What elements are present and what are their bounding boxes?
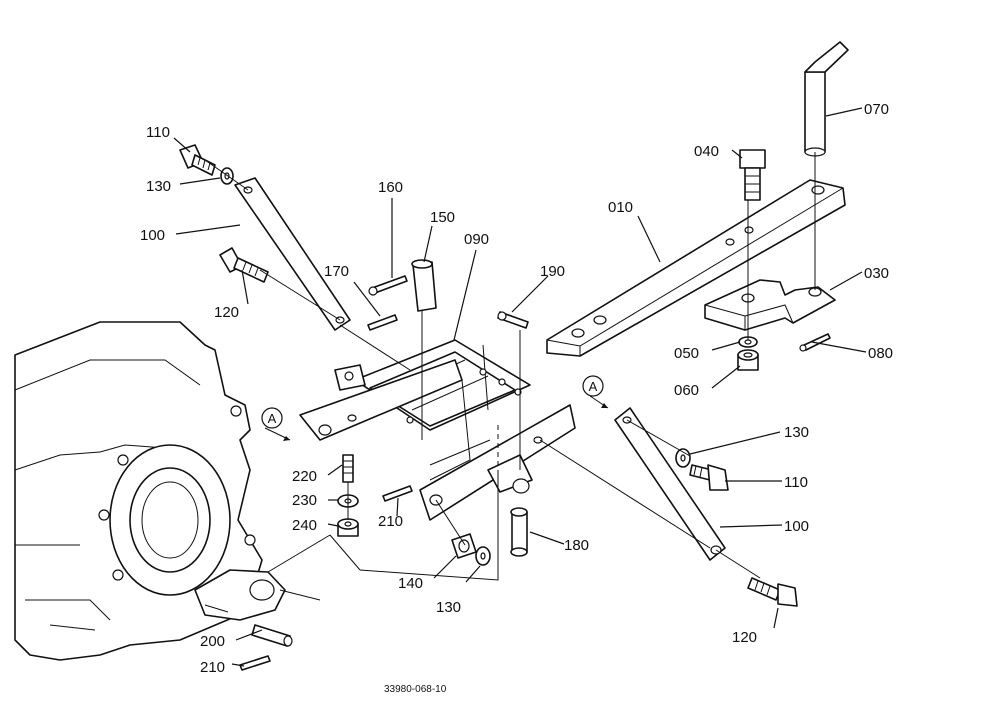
label-030: 030 (864, 265, 889, 282)
label-100-right: 100 (784, 518, 809, 535)
marker-a-right: A (582, 375, 609, 409)
label-080: 080 (868, 345, 893, 362)
bolt-120-left (219, 247, 269, 283)
label-170: 170 (324, 263, 349, 280)
label-150: 150 (430, 209, 455, 226)
bolt-110-right (689, 464, 729, 491)
label-130-top: 130 (146, 178, 171, 195)
nut-140 (451, 533, 477, 559)
figure-code: 33980-068-10 (384, 684, 447, 695)
pin-070 (804, 41, 849, 157)
label-060: 060 (674, 382, 699, 399)
label-210-lower: 210 (200, 659, 225, 676)
pin-200 (251, 624, 293, 647)
link-100-left (234, 177, 351, 331)
label-200: 200 (200, 633, 225, 650)
bolt-110-left (179, 144, 216, 176)
label-050: 050 (674, 345, 699, 362)
label-120-right: 120 (732, 629, 757, 646)
bolt-120-right (747, 577, 798, 607)
marker-a-right-text: A (589, 379, 598, 394)
leader-lines (173, 107, 867, 667)
washer-130-top (220, 167, 234, 185)
label-240: 240 (292, 517, 317, 534)
marker-a-left-text: A (268, 411, 277, 426)
nut-060 (737, 349, 759, 371)
hitch-frame-090 (299, 339, 576, 521)
label-110-right: 110 (784, 474, 808, 491)
label-190: 190 (540, 263, 565, 280)
drawbar-010 (546, 179, 846, 357)
label-210-middle: 210 (378, 513, 403, 530)
label-090: 090 (464, 231, 489, 248)
assembly-lines (204, 152, 816, 601)
label-110-left: 110 (146, 124, 170, 141)
label-100-left: 100 (140, 227, 165, 244)
label-040: 040 (694, 143, 719, 160)
label-130-lower: 130 (436, 599, 461, 616)
transmission-housing (14, 321, 286, 661)
clip-080 (799, 333, 831, 352)
label-220: 220 (292, 468, 317, 485)
bolt-040 (739, 149, 766, 201)
stud-220 (342, 454, 354, 483)
label-140: 140 (398, 575, 423, 592)
nut-240 (337, 518, 359, 537)
clip-160 (368, 275, 408, 296)
split-pin-210-lower (239, 655, 271, 671)
washer-130-lower (475, 546, 491, 566)
split-pin-210-middle (382, 485, 413, 502)
label-130-right: 130 (784, 424, 809, 441)
marker-a-left: A (261, 407, 291, 441)
pin-150 (411, 259, 437, 312)
link-100-right (614, 407, 726, 561)
bracket-030 (704, 279, 836, 331)
clip-190 (497, 311, 529, 329)
label-180: 180 (564, 537, 589, 554)
label-230: 230 (292, 492, 317, 509)
pin-180 (510, 507, 528, 557)
label-070: 070 (864, 101, 889, 118)
label-120-left: 120 (214, 304, 239, 321)
label-010: 010 (608, 199, 633, 216)
split-pin-170 (367, 314, 398, 331)
part-labels: 110 130 100 120 160 150 170 090 190 010 … (140, 101, 893, 676)
label-160: 160 (378, 179, 403, 196)
